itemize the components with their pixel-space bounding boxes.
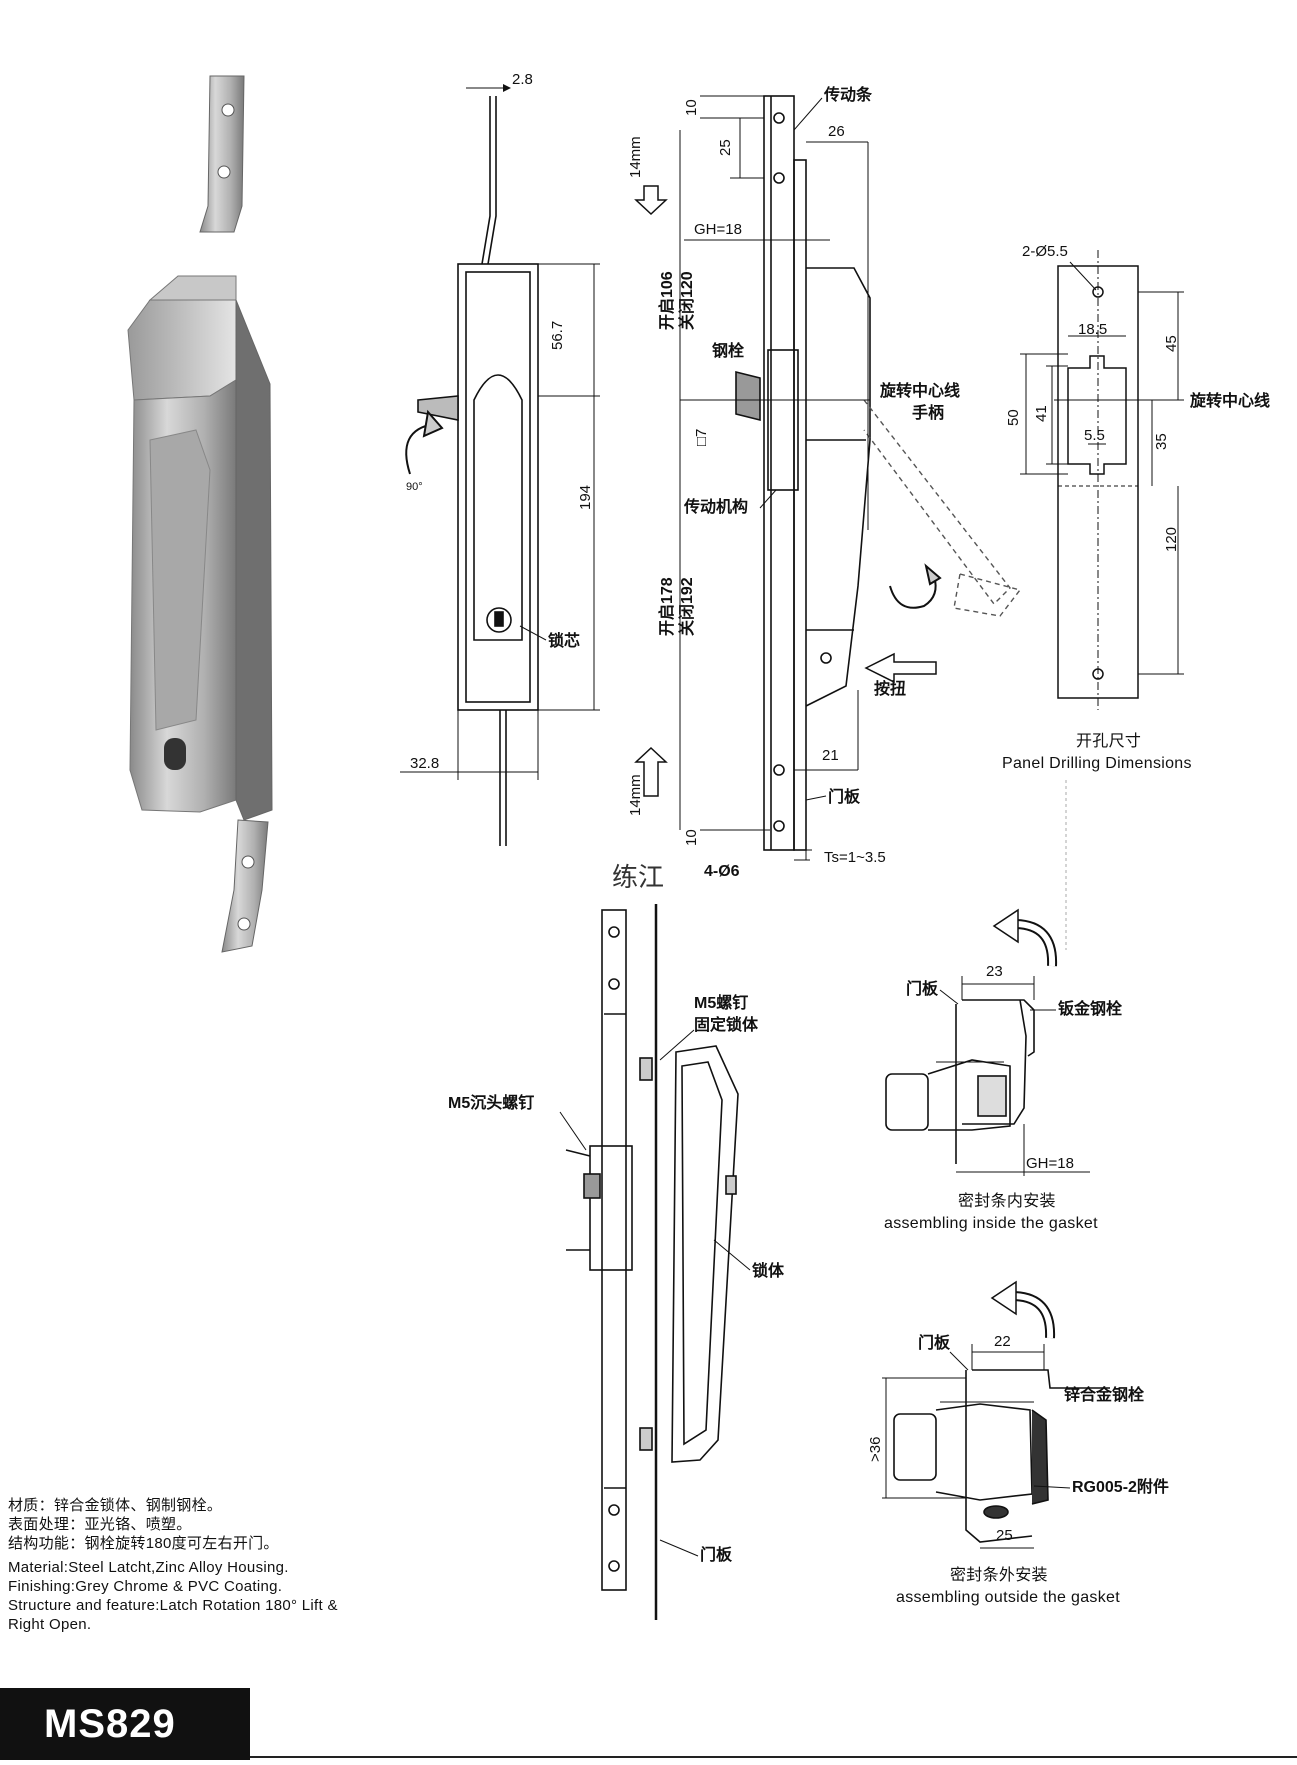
label-button: 按扭 [874,679,906,698]
finish-cn: 表面处理：亚光铬、喷塑。 [8,1516,192,1533]
material-cn: 材质：锌合金锁体、钢制钢栓。 [8,1497,223,1514]
caption-panel-en: Panel Drilling Dimensions [1002,755,1192,772]
material-en: Material:Steel Latcht,Zinc Alloy Housing… [8,1559,289,1576]
up-arrow-icon [634,746,668,797]
label-sheet-bolt: 钣金钢栓 [1058,999,1123,1018]
label-lock-body: 锁体 [752,1261,785,1280]
rotate-arrow-icon-2 [990,1280,1056,1339]
dim-5-5: 5.5 [1084,427,1105,444]
dim-32-8: 32.8 [410,755,439,772]
dim-4-holes: 4-Ø6 [704,863,740,880]
dim-45: 45 [1163,335,1180,352]
rotate-arrow-icon-1 [992,908,1058,967]
dim-120: 120 [1163,527,1180,552]
side-view [735,95,871,851]
dim-open178: 开启178 [657,577,676,636]
dim-50: 50 [1005,409,1022,426]
label-fix-body: 固定锁体 [694,1015,759,1034]
dim-23: 23 [986,963,1003,980]
inside-gasket-view [885,999,1035,1164]
label-rotation-axis: 旋转中心线 [879,381,960,400]
model-number-badge: MS829 [0,1688,250,1760]
dim-gh18b: GH=18 [1026,1155,1074,1172]
label-m5-screw: M5螺钉 [694,993,748,1012]
installation-view [565,904,739,1620]
spec-notes: 材质：锌合金锁体、钢制钢栓。 表面处理：亚光铬、喷塑。 结构功能：钢栓旋转180… [8,1496,438,1634]
dim-35: 35 [1153,433,1170,450]
dim-25: 25 [717,139,734,156]
dim-10-bottom: 10 [683,829,700,846]
outside-gasket-dims [882,1344,1045,1549]
dim-ts: Ts=1~3.5 [824,849,886,866]
side-view-dims [679,95,870,861]
structure-cn: 结构功能：钢栓旋转180度可左右开门。 [8,1535,279,1552]
label-mechanism: 传动机构 [683,497,748,516]
dim-41: 41 [1033,405,1050,422]
label-accessory: RG005-2附件 [1072,1477,1169,1496]
handle-ghost [863,399,1022,617]
label-door-panel: 门板 [828,787,861,806]
dim-18-5: 18.5 [1078,321,1107,338]
structure-en-1: Structure and feature:Latch Rotation 180… [8,1597,338,1614]
dim-close192: 关闭192 [677,577,696,636]
inside-gasket-dims [956,976,1090,1176]
label-door-panel-c: 门板 [906,979,939,998]
label-lock-core: 锁芯 [548,631,580,650]
label-door-panel-b: 门板 [700,1545,733,1564]
label-m5-countersunk: M5沉头螺钉 [448,1093,534,1112]
panel-dims [1020,291,1184,675]
label-steel-bolt: 钢栓 [712,341,745,360]
dim-25b: 25 [996,1527,1013,1544]
label-handle: 手柄 [912,403,944,422]
lock-product-render [127,75,273,953]
dim-26: 26 [828,123,845,140]
dim-square7: □7 [693,429,710,446]
dim-close120: 关闭120 [677,271,696,330]
rotate-90-icon [405,409,444,475]
dim-gh18: GH=18 [694,221,742,238]
label-transmission-bar: 传动条 [823,85,873,104]
dim-56-7: 56.7 [549,321,566,350]
watermark: 练江 [612,863,664,893]
caption-inside-en: assembling inside the gasket [884,1215,1098,1232]
rotate-handle-icon [889,563,942,609]
down-arrow-icon [634,185,668,216]
dim-open106: 开启106 [657,271,676,330]
dim-21: 21 [822,747,839,764]
dim-90: 90° [406,481,423,493]
front-view [417,96,539,846]
push-arrow-icon [864,652,937,684]
panel-drilling-view [1054,250,1140,710]
finish-en: Finishing:Grey Chrome & PVC Coating. [8,1578,283,1595]
label-panel-axis: 旋转中心线 [1189,391,1270,410]
footer-divider [250,1756,1297,1758]
dim-194: 194 [577,485,594,510]
front-view-dims [400,84,600,780]
dim-14mm-top: 14mm [627,136,644,178]
caption-outside-en: assembling outside the gasket [896,1589,1120,1606]
label-zinc-bolt: 锌合金钢栓 [1064,1385,1145,1404]
structure-en-2: Right Open. [8,1616,92,1633]
dim-2-8: 2.8 [512,71,533,88]
dim-2-holes: 2-Ø5.5 [1022,243,1068,260]
dim-10-top: 10 [683,99,700,116]
caption-panel-cn: 开孔尺寸 [1076,732,1141,750]
outside-gasket-view [893,1369,1110,1543]
caption-inside-cn: 密封条内安装 [958,1192,1056,1210]
caption-outside-cn: 密封条外安装 [950,1566,1048,1584]
dim-22: 22 [994,1333,1011,1350]
label-door-panel-d: 门板 [918,1333,951,1352]
dim-36: >36 [867,1437,884,1462]
dim-14mm-bottom: 14mm [627,774,644,816]
